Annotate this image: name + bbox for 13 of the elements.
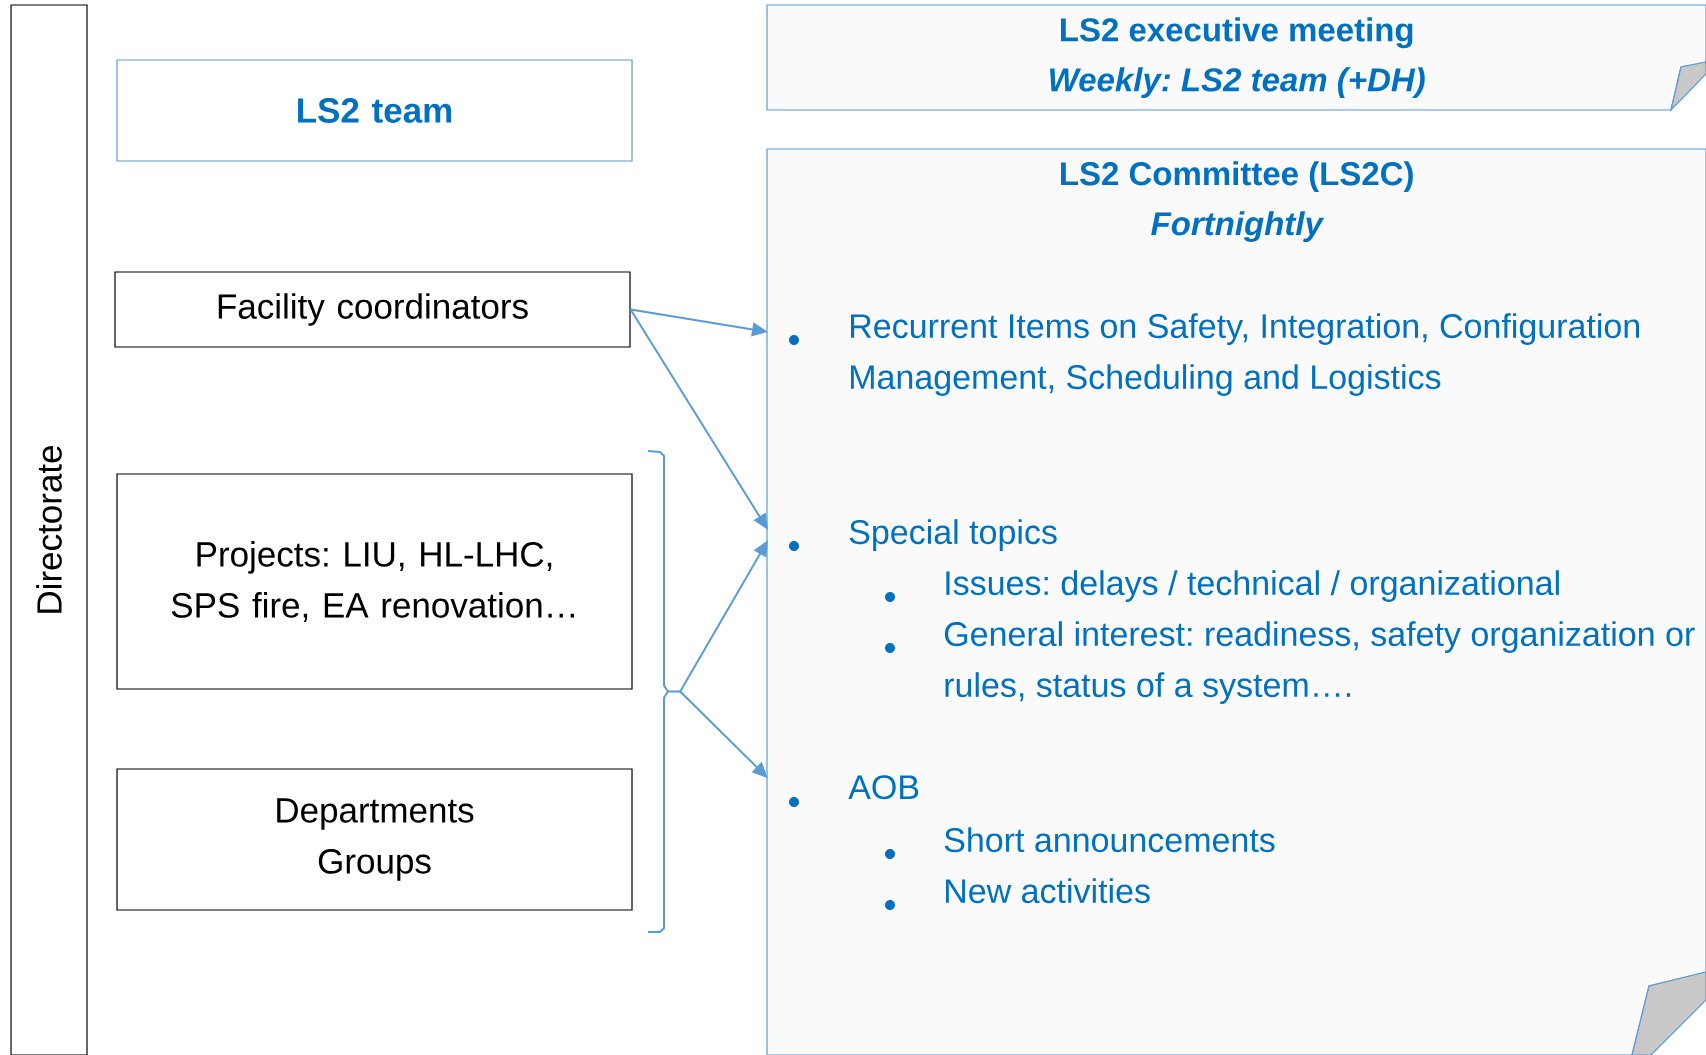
bullet-text: General interest: readiness, safety organization or rules, status of a system…. <box>944 621 1695 704</box>
text-box: Departments Groups <box>116 768 633 911</box>
bullet-text: AOB <box>848 775 919 800</box>
bullet-text: Special topics <box>849 519 1057 551</box>
vertical-box: Directorate <box>10 4 88 1055</box>
text-box: Facility coordinators <box>114 271 631 348</box>
bullet-text: Issues: delays / technical / organizational <box>946 570 1559 602</box>
bullet-text: Short announcements <box>944 827 1275 853</box>
bracket <box>647 450 681 933</box>
bullet-text: Recurrent Items on Safety, Integration, Configuration Management, Scheduling and Logistics <box>851 313 1639 396</box>
text-box: Projects: LIU, HL-LHC, SPS fire, EA renovation… <box>116 473 633 690</box>
text-box: LS2 team <box>116 59 633 162</box>
bullet-text: New activities <box>946 878 1150 904</box>
